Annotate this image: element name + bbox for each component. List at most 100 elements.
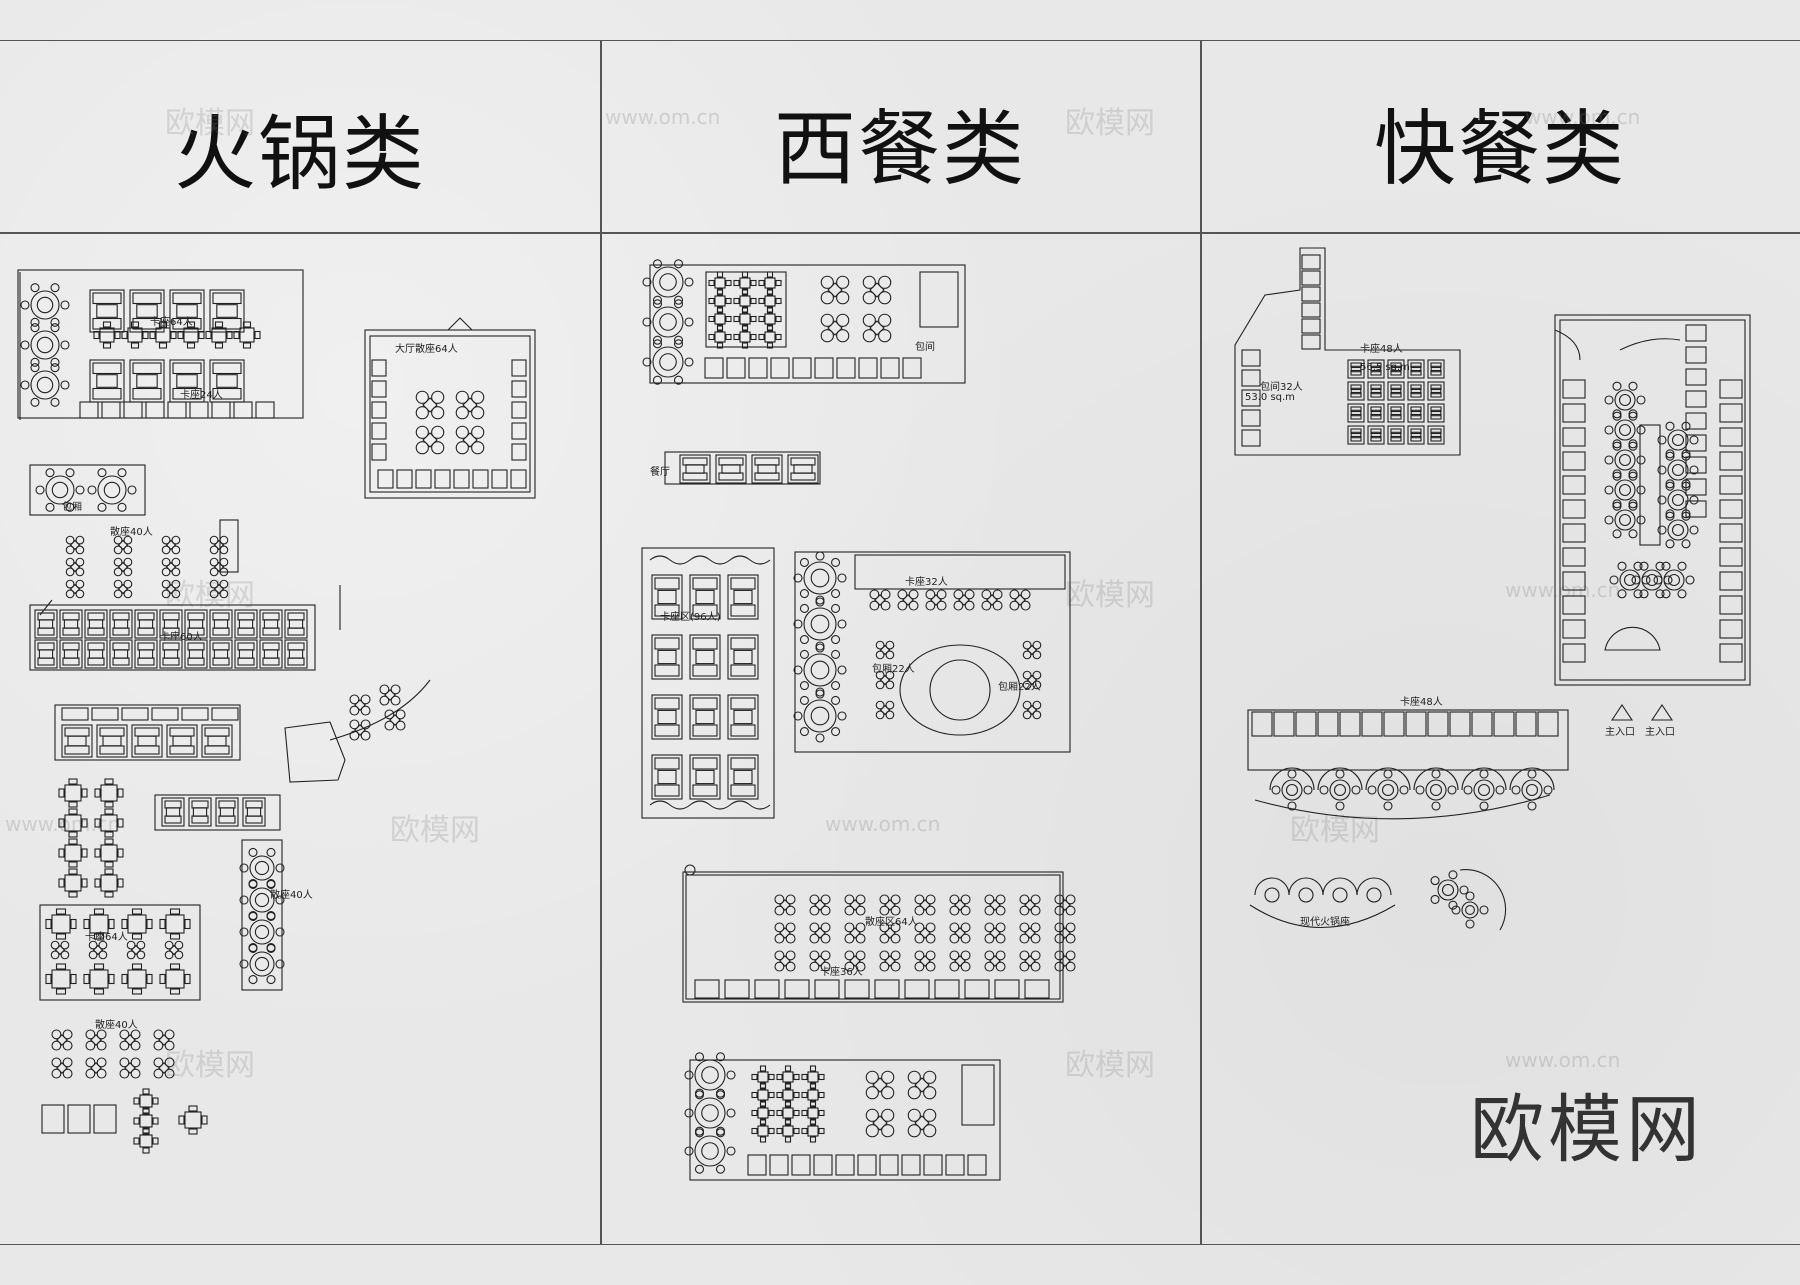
plan-chair [146,918,153,930]
plan-table [119,1057,130,1068]
plan-table [855,905,866,916]
plan-chair [81,788,88,798]
plan-table [865,1124,879,1138]
plan-table [90,1034,102,1046]
plan-booth [727,574,759,620]
plan-table [275,895,285,905]
plan-seat [1410,406,1422,413]
plan-table [75,557,85,567]
plan-table [1543,785,1553,795]
plan-table [113,619,129,629]
plan-booth [1562,499,1586,519]
plan-table [1681,539,1691,549]
plan-table [1390,387,1402,395]
plan-table [62,1068,73,1079]
plan-chair [818,1127,825,1135]
plan-booth [1427,711,1449,737]
plan-chair [214,342,224,349]
plan-table [1271,785,1281,795]
plan-chair [242,342,252,349]
plan-table [984,905,995,916]
plan-table [211,327,227,343]
plan-table [1677,589,1687,599]
plan-booth [858,357,878,379]
plan-table [1019,922,1030,933]
plan-label: 散座40人 [95,1018,138,1031]
plan-table [673,335,684,345]
plan-table [254,924,270,940]
plan-label: 卡座48人 [1360,342,1403,355]
plan-table [879,950,890,961]
plan-table [275,959,285,969]
plan-table [431,406,445,420]
plan-table [652,259,663,269]
plan-table [85,1068,96,1079]
plan-booth [1562,403,1586,423]
plan-table [239,959,249,969]
plan-table [774,922,785,933]
plan-booth [1537,711,1559,737]
plan-seat [1350,369,1362,376]
plan-table [989,899,1001,911]
plan-booth [1251,711,1273,737]
plan-label: 主入口 [1605,726,1635,738]
plan-table [1618,453,1632,467]
plan-table [1009,589,1020,600]
plan-table [266,943,276,953]
plan-table [799,695,809,705]
plan-table [161,545,171,555]
plan-table [1335,769,1345,779]
plan-booth [651,634,683,680]
plan-table [45,468,55,478]
plan-booth [726,357,746,379]
plan-table [953,589,964,600]
plan-table [1671,433,1685,447]
plan-table [695,769,715,785]
plan-table [1479,905,1489,915]
plan-table [85,1040,96,1051]
plan-table [1461,901,1479,919]
plan-chair [104,808,114,815]
plan-seat [187,657,205,666]
plan-table [925,922,936,933]
plan-seat [654,664,680,677]
plan-booth [747,1154,767,1176]
plan-seat [1430,369,1442,376]
plan-seat [730,757,756,770]
plan-table [694,1164,705,1174]
plan-table [183,327,199,343]
plan-chair [809,1136,817,1143]
plan-table [757,1071,769,1083]
plan-bar [284,721,346,783]
plan-seat [1350,391,1362,398]
plan-booth [727,754,759,800]
plan-table [1370,387,1382,395]
plan-label: 卡座64人 [85,930,128,943]
plan-table [757,464,777,474]
plan-seat [1390,413,1402,420]
plan-table [30,317,40,327]
plan-table [774,905,785,916]
plan-table [1604,455,1614,465]
plan-table [249,887,275,913]
plan-label: 卡座24人 [180,388,223,401]
plan-booth [84,609,108,639]
plan-table [715,1090,726,1100]
plan-table [1332,887,1348,903]
plan-seat [169,745,195,755]
plan-booth [1719,403,1743,423]
plan-table [1287,801,1297,811]
plan-seat [245,815,263,824]
plan-chair [758,297,765,305]
plan-table [1425,779,1447,801]
plan-table [1026,704,1038,716]
plan-table [984,933,995,944]
plan-table [714,313,726,325]
plan-booth [1427,359,1445,379]
plan-table [862,275,876,289]
plan-table [1667,573,1681,587]
plan-table [51,914,71,934]
plan-table [684,1108,694,1118]
plan-table [820,933,831,944]
plan-table [1333,783,1347,797]
